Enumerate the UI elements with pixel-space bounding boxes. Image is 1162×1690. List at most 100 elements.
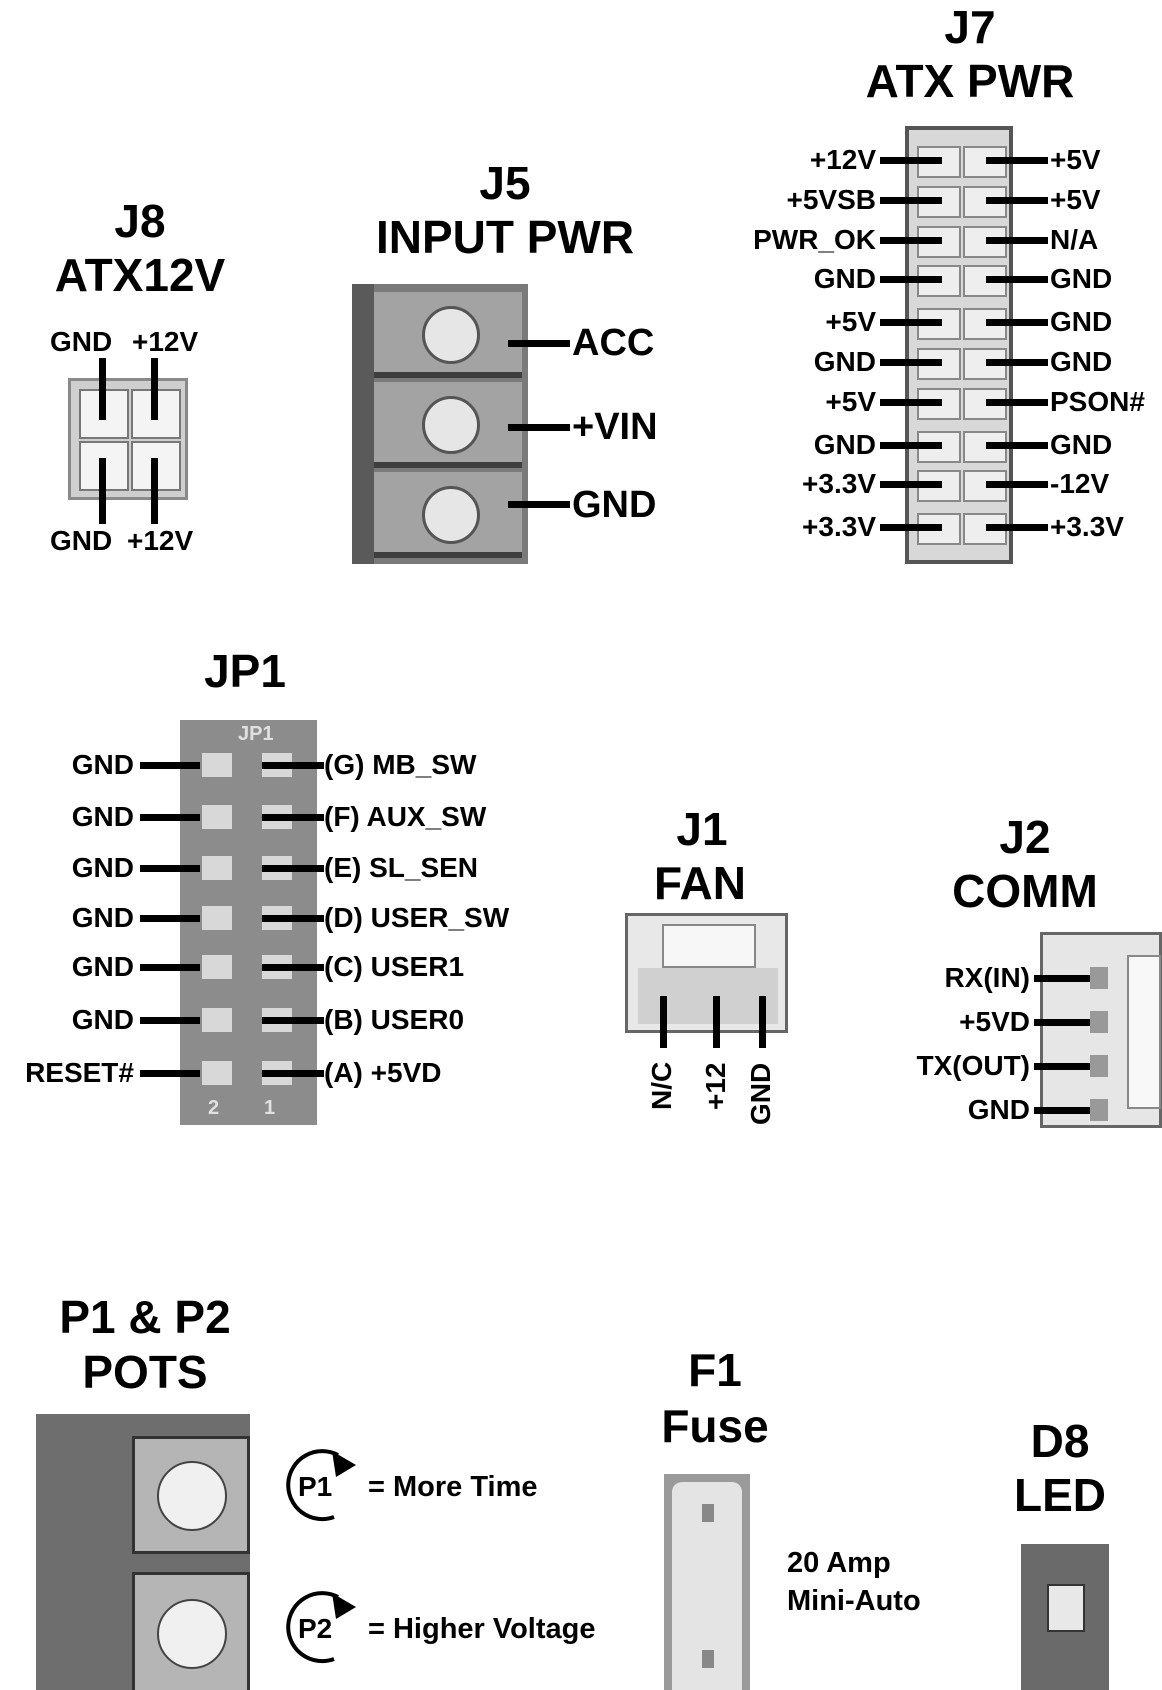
fuse-contact: [702, 1650, 714, 1668]
jp1-lead-line: [140, 964, 200, 971]
j8-connector-body: [68, 378, 188, 500]
j7-right-pin-label: GND: [1050, 429, 1113, 460]
j5-lead-line: [508, 340, 570, 347]
p2-label: P2: [298, 1613, 333, 1644]
f1-type: Mini-Auto: [787, 1585, 921, 1617]
jp1-header-board: JP1 2 1: [180, 720, 317, 1125]
j7-left-pin-label: +3.3V: [802, 468, 876, 499]
j1-pin-gnd: GND: [745, 1062, 776, 1125]
j8-label-12v-bottom: +12V: [127, 525, 194, 556]
pots-title: P1 & P2: [59, 1291, 231, 1343]
j7-left-pin-label: GND: [813, 346, 876, 377]
jp1-lead-line: [140, 1070, 200, 1077]
d8-title: D8: [1030, 1415, 1090, 1467]
j8-title: J8: [114, 195, 166, 247]
j5-terminal: [374, 382, 522, 468]
jp1-right-pin-label: (G) MB_SW: [324, 749, 477, 780]
p1-pot: [132, 1436, 250, 1554]
j1-lead-line: [660, 996, 667, 1048]
j7-left-pin-label: +3.3V: [802, 511, 876, 542]
j8-lead-line: [99, 358, 106, 420]
j7-lead-line: [880, 157, 942, 164]
j7-right-pin-label: GND: [1050, 263, 1113, 294]
j8-subtitle: ATX12V: [54, 249, 226, 301]
jp1-right-pin-label: (E) SL_SEN: [324, 852, 479, 883]
jp1-right-pin-label: (D) USER_SW: [324, 902, 510, 933]
j7-left-pin-label: +5V: [825, 306, 876, 337]
j1-lead-line: [713, 996, 720, 1048]
led-icon: [1047, 1584, 1085, 1632]
jp1-lead-line: [140, 865, 200, 872]
jp1-right-pin-label: (F) AUX_SW: [324, 801, 487, 832]
jp1-lead-line: [262, 762, 324, 769]
jp1-left-pin-label: GND: [71, 951, 134, 982]
fuse-contact: [702, 1504, 714, 1522]
j5-terminal: [374, 472, 522, 558]
j2-pin-label: GND: [967, 1094, 1030, 1125]
jp1-lead-line: [262, 865, 324, 872]
j2-pin-label: TX(OUT): [916, 1050, 1030, 1081]
j2-latch: [1127, 955, 1161, 1109]
j8-lead-line: [151, 458, 158, 524]
j8-lead-line: [99, 458, 106, 524]
jp1-left-pin-label: GND: [71, 801, 134, 832]
j7-right-pin-label: GND: [1050, 306, 1113, 337]
jp1-right-pin-label: (A) +5VD: [324, 1057, 442, 1088]
j8-label-gnd-bottom: GND: [50, 525, 113, 556]
jp1-pin: [202, 856, 232, 880]
d8-subtitle: LED: [1014, 1469, 1106, 1521]
j7-lead-line: [880, 276, 942, 283]
j5-pin-vin: +VIN: [572, 406, 658, 448]
j2-lead-line: [1034, 1107, 1092, 1114]
jp1-pin: [202, 906, 232, 930]
f1-title: F1: [688, 1344, 742, 1396]
j7-right-pin-label: PSON#: [1050, 386, 1145, 417]
j7-left-pin-label: +5VSB: [786, 184, 877, 215]
j5-terminal: [374, 292, 522, 378]
j1-latch: [662, 924, 756, 968]
j7-lead-line: [986, 359, 1048, 366]
j7-connector-body: [905, 126, 1013, 564]
j7-right-pin-label: +5V: [1050, 184, 1101, 215]
j7-lead-line: [986, 442, 1048, 449]
j7-left-pin-label: +12V: [809, 144, 876, 175]
j1-pin-row: [638, 968, 778, 1024]
j1-pin-12: +12: [700, 1062, 731, 1111]
screw-icon: [422, 306, 480, 364]
jp1-lead-line: [262, 1070, 324, 1077]
jp1-left-pin-label: GND: [71, 1004, 134, 1035]
f1-rating: 20 Amp: [787, 1547, 891, 1579]
j7-left-pin-label: +5V: [825, 386, 876, 417]
j7-left-pin-label: GND: [813, 429, 876, 460]
j7-lead-line: [880, 319, 942, 326]
jp1-lead-line: [262, 814, 324, 821]
j7-right-pin-label: N/A: [1050, 224, 1099, 255]
pot-knob-icon: [157, 1599, 227, 1669]
j2-pin: [1090, 967, 1108, 989]
clockwise-arrow-icon: [286, 1449, 356, 1522]
jp1-silk-2: 2: [208, 1097, 220, 1119]
jp1-lead-line: [262, 1017, 324, 1024]
j1-title: J1: [676, 803, 728, 855]
jp1-pin: [202, 753, 232, 777]
jp1-lead-line: [140, 915, 200, 922]
pots-board: [36, 1414, 250, 1690]
p2-description: = Higher Voltage: [368, 1613, 596, 1645]
jp1-lead-line: [140, 814, 200, 821]
p1-description: = More Time: [368, 1471, 538, 1503]
pots-subtitle: POTS: [82, 1346, 208, 1398]
jp1-pin: [202, 805, 232, 829]
jp1-pin: [202, 1008, 232, 1032]
j5-pin-gnd: GND: [572, 484, 657, 526]
j2-title: J2: [999, 811, 1051, 863]
fuse-body: [664, 1474, 750, 1690]
j7-lead-line: [986, 276, 1048, 283]
j2-pin: [1090, 1011, 1108, 1033]
j1-lead-line: [759, 996, 766, 1048]
j7-left-pin-label: GND: [813, 263, 876, 294]
jp1-lead-line: [140, 1017, 200, 1024]
j7-right-pin-label: +3.3V: [1050, 511, 1124, 542]
jp1-lead-line: [262, 915, 324, 922]
screw-icon: [422, 486, 480, 544]
